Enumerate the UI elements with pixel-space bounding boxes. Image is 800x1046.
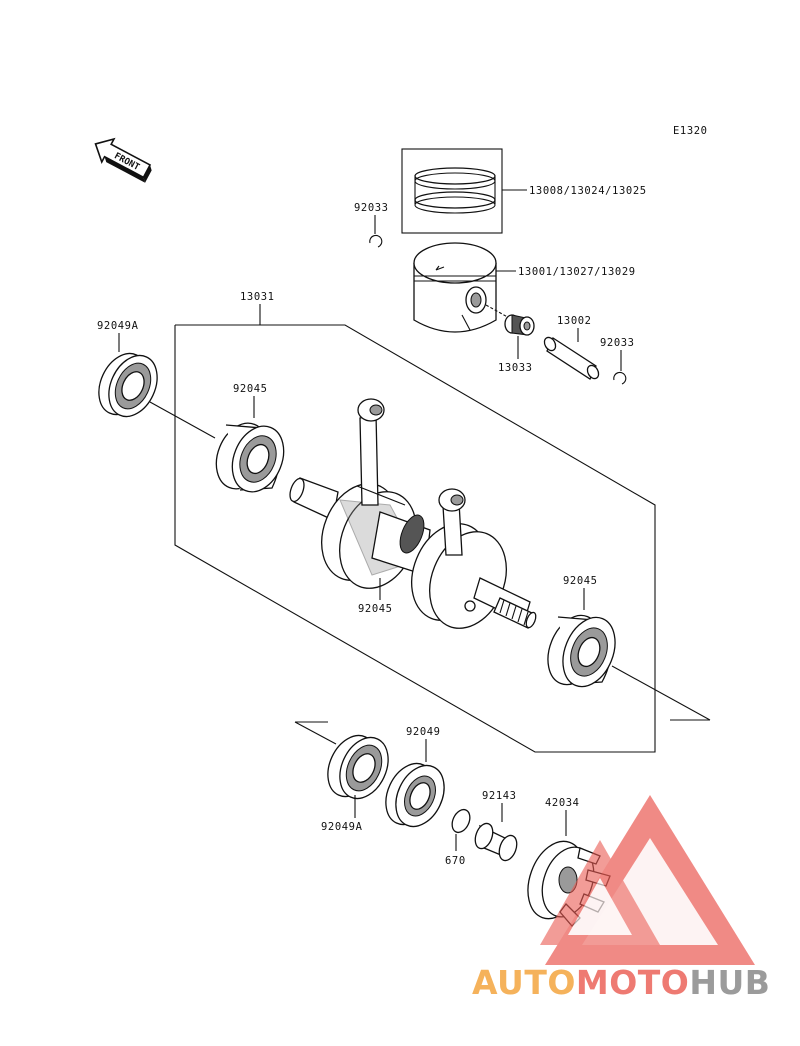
- oil-seal-92049: [385, 762, 445, 828]
- watermark-part-1: AUTO: [472, 963, 576, 1002]
- circlip-right-icon: [613, 371, 627, 385]
- collar: [474, 822, 518, 862]
- label-snap-ring: 670: [445, 855, 466, 867]
- label-bearing-center: 92045: [358, 603, 393, 615]
- ball-bearing-left: [215, 422, 285, 493]
- piston-rings: [401, 148, 503, 234]
- label-bearing-right: 92045: [563, 575, 598, 587]
- label-piston: 13001/13027/13029: [518, 266, 636, 278]
- label-crankshaft-assy: 13031: [240, 291, 275, 303]
- label-seal-top: 92049A: [97, 320, 139, 332]
- watermark-logo-icon: [540, 795, 755, 965]
- label-collar: 92143: [482, 790, 517, 802]
- watermark-part-3: HUB: [689, 963, 770, 1002]
- watermark-part-2: MOTO: [576, 963, 689, 1002]
- label-circlip-left: 92033: [354, 202, 389, 214]
- circlip-left-icon: [369, 234, 383, 248]
- snap-ring-icon: [451, 808, 471, 834]
- piston-pin: [543, 336, 600, 380]
- label-piston-pin: 13002: [557, 315, 592, 327]
- ball-bearing-right: [547, 614, 616, 688]
- watermark-text: AUTOMOTOHUB: [472, 963, 770, 1002]
- needle-bearing: [485, 304, 535, 359]
- label-seal-bottom: 92049A: [321, 821, 363, 833]
- piston: [413, 242, 497, 333]
- label-coupling: 42034: [545, 797, 580, 809]
- front-arrow-icon: FRONT: [94, 137, 152, 183]
- label-rings: 13008/13024/13025: [529, 185, 647, 197]
- label-needle-bearing: 13033: [498, 362, 533, 374]
- diagram-code: E1320: [673, 125, 708, 137]
- oil-seal-bottom: [327, 734, 389, 800]
- crankshaft: [289, 398, 537, 629]
- label-bearing-left: 92045: [233, 383, 268, 395]
- label-seal-92049: 92049: [406, 726, 441, 738]
- label-circlip-right: 92033: [600, 337, 635, 349]
- oil-seal-top: [98, 352, 158, 418]
